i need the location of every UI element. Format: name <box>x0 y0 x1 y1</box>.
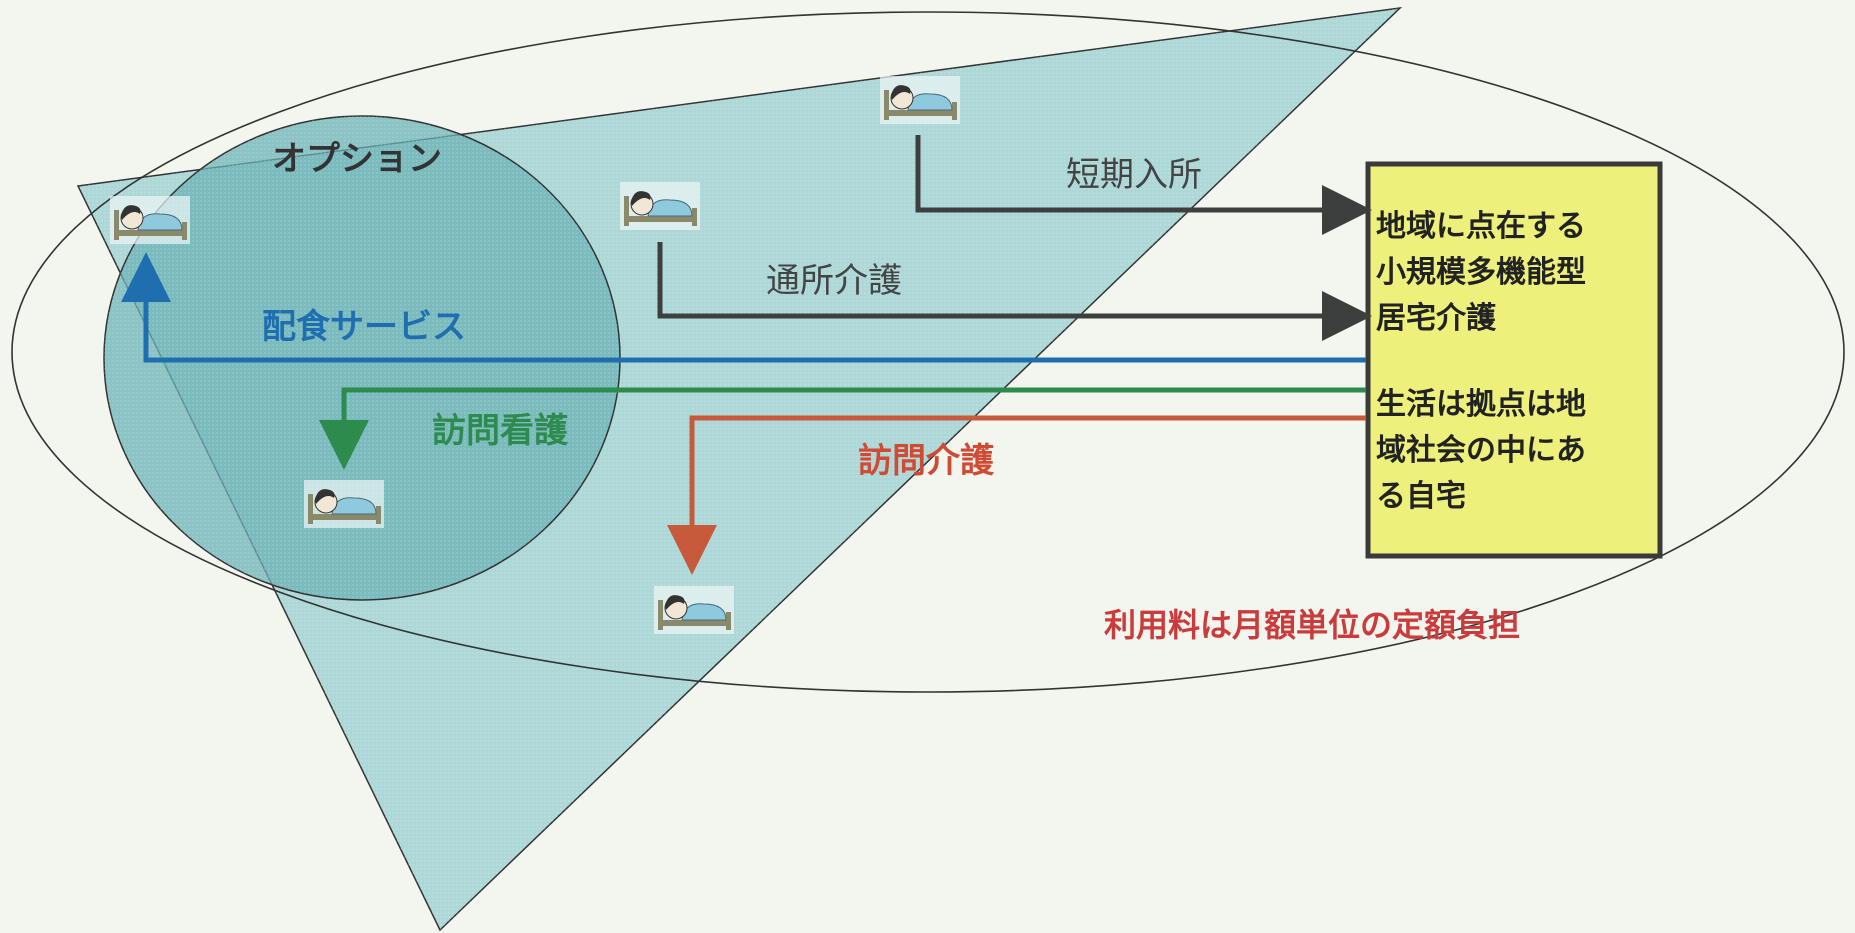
meal-service-label: 配食サービス <box>262 307 466 347</box>
visit-nursing-label: 訪問看護 <box>432 411 569 451</box>
center-box-body-line: る自宅 <box>1376 479 1466 514</box>
center-box <box>1365 161 1663 559</box>
visit-care-arrow <box>667 415 1366 575</box>
center-box-title-line: 居宅介護 <box>1376 301 1497 336</box>
visit-care-label: 訪問介護 <box>858 441 995 481</box>
short-stay-label: 短期入所 <box>1066 155 1202 195</box>
center-box-body-line: 域社会の中にあ <box>1376 433 1586 468</box>
center-box-title-line: 地域に点在する <box>1376 209 1586 244</box>
bed-person-icon <box>880 76 960 124</box>
day-care-arrow <box>657 242 1372 341</box>
option-label: オプション <box>272 139 442 179</box>
center-box-title-line: 小規模多機能型 <box>1376 255 1586 290</box>
bed-person-icon <box>620 182 700 230</box>
day-care-label: 通所介護 <box>766 261 902 301</box>
meal-service-arrow <box>121 252 1366 363</box>
center-box-body-line: 生活は拠点は地 <box>1376 387 1586 422</box>
visit-nursing-arrow <box>319 387 1366 470</box>
bed-person-icon <box>110 196 190 244</box>
fee-note: 利用料は月額単位の定額負担 <box>1104 606 1520 644</box>
community-ellipse <box>11 11 1845 693</box>
short-stay-arrow <box>915 135 1372 235</box>
bed-person-icon <box>304 480 384 528</box>
bed-person-icon <box>654 586 734 634</box>
